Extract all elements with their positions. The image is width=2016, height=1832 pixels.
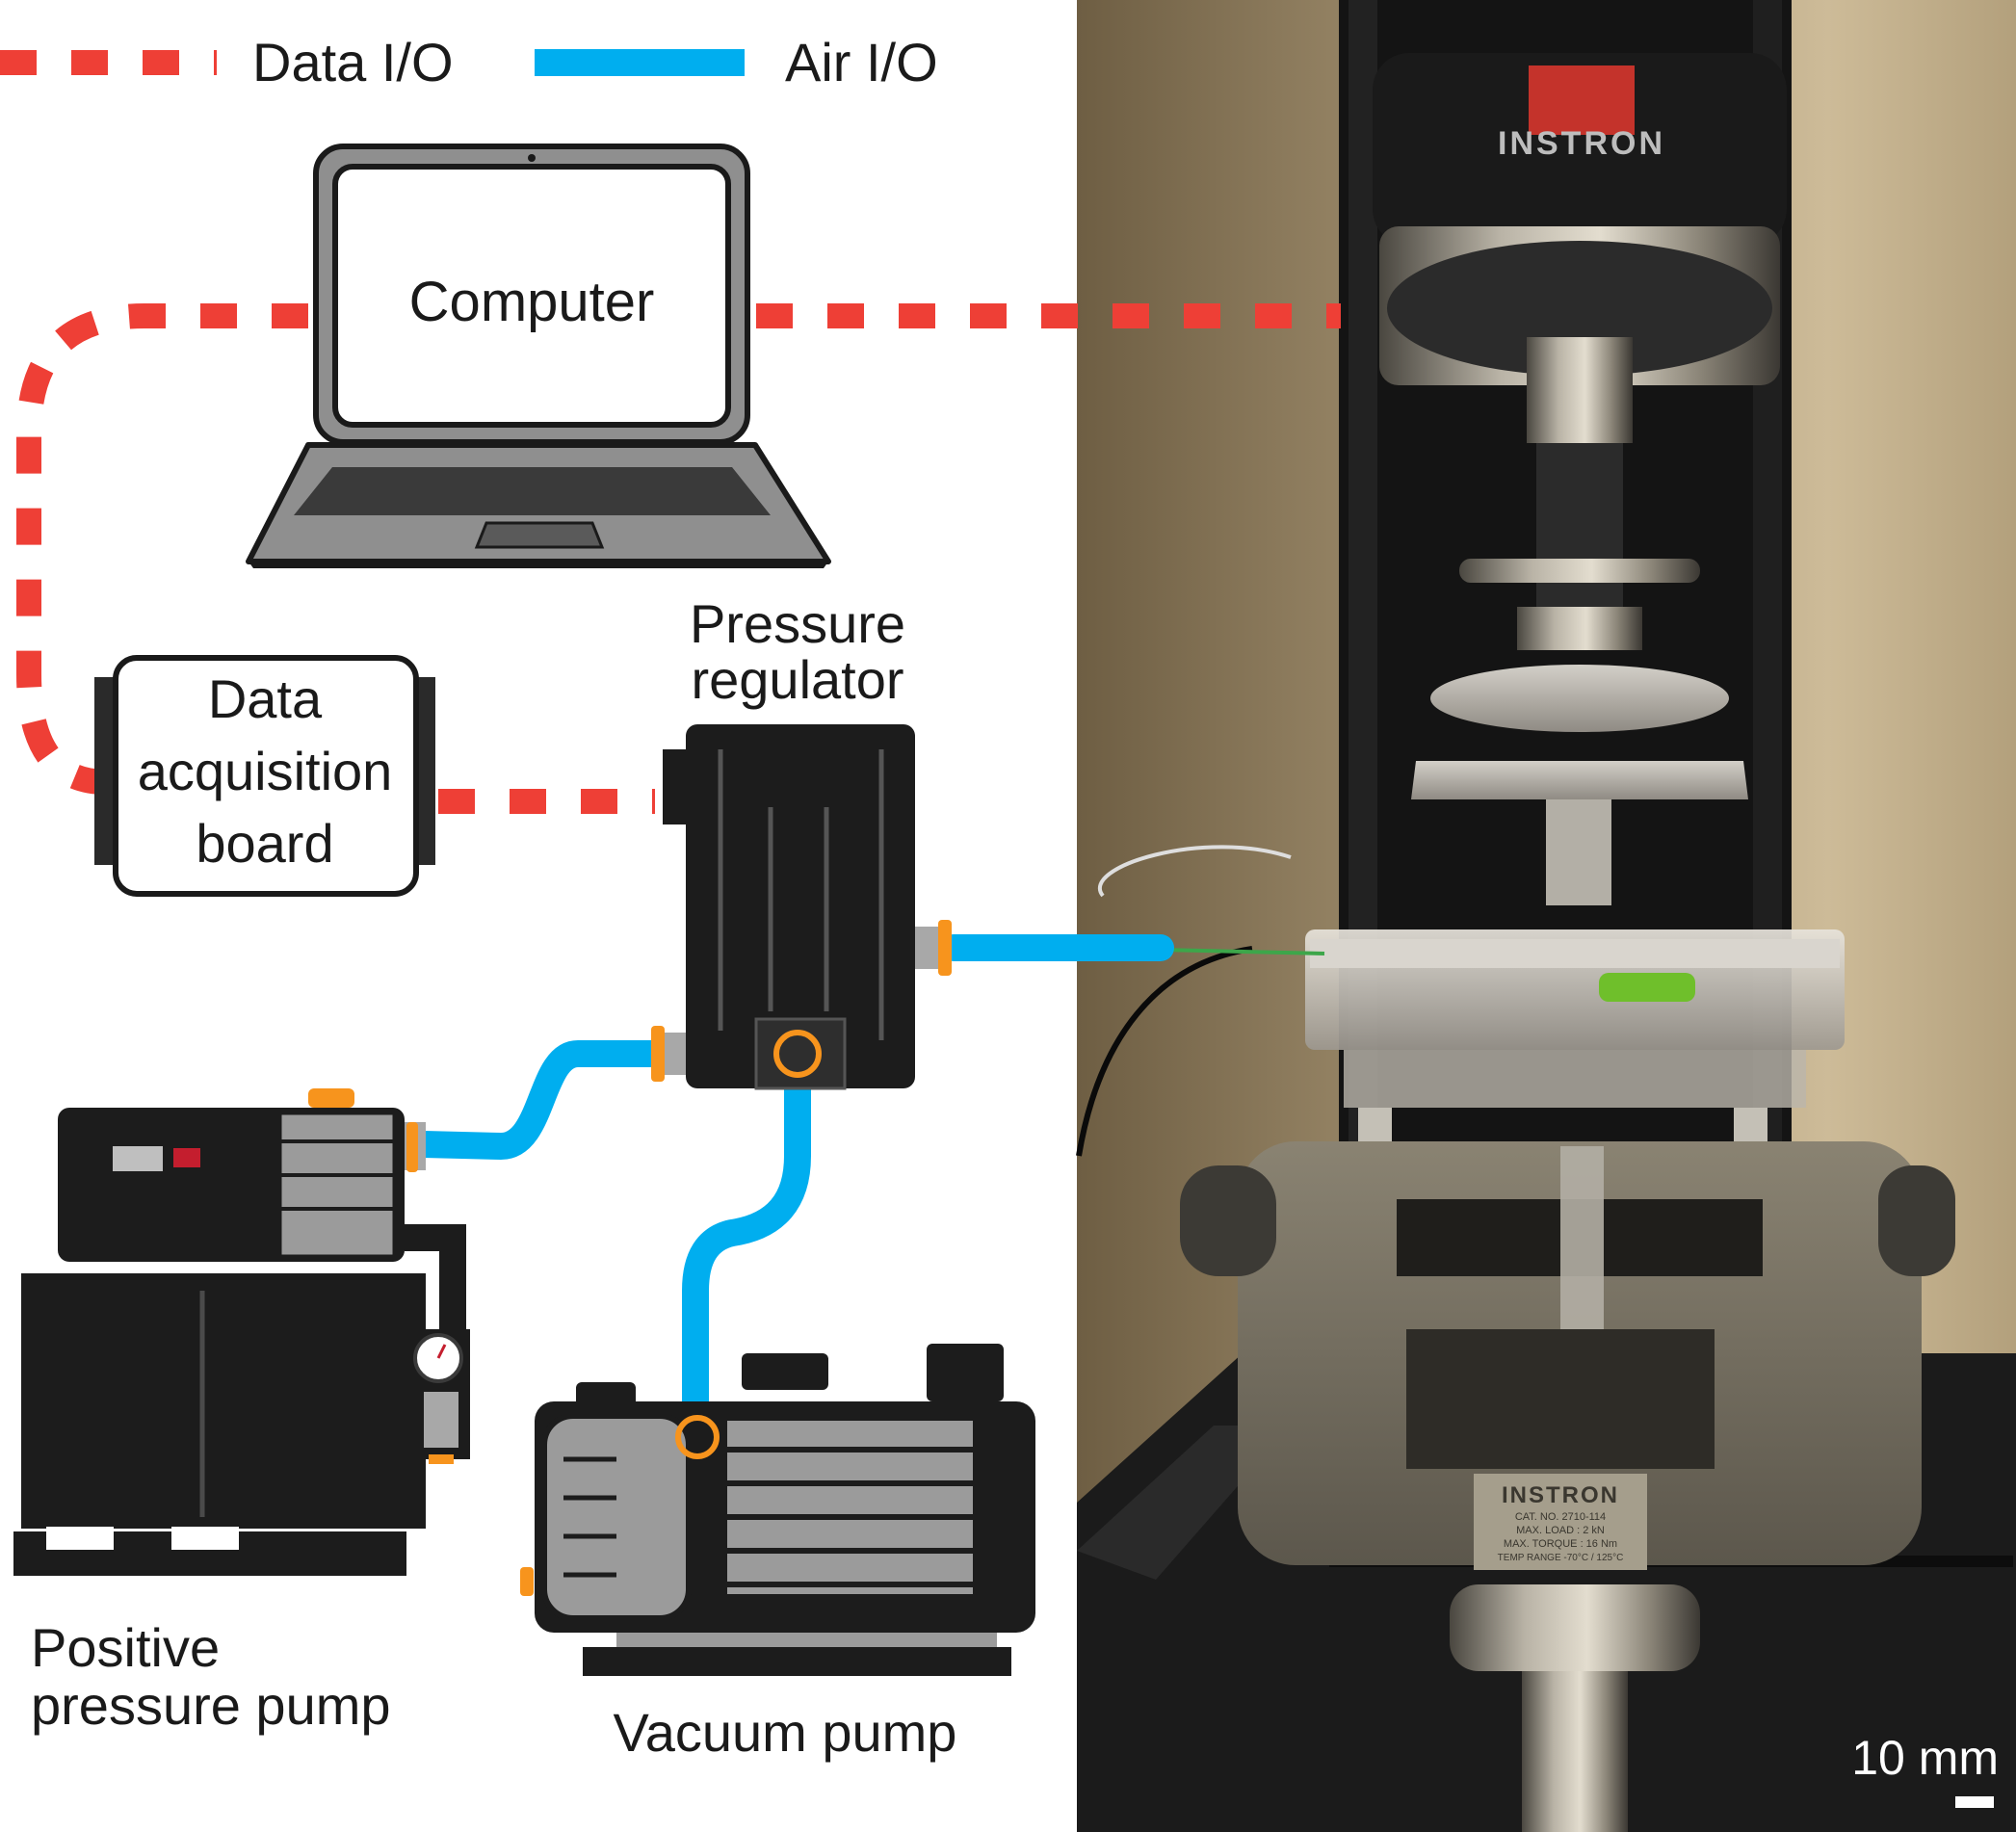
regulator-label-1: Pressure [690,593,905,654]
pressure-regulator-icon [651,724,952,1090]
plate-line-3: MAX. TORQUE : 16 Nm [1504,1538,1617,1550]
regulator-label-2: regulator [691,649,903,710]
daq-label-1: Data [208,668,323,729]
legend: Data I/O Air I/O [0,32,938,92]
vacuum-pump-icon [520,1344,1035,1676]
daq-label-3: board [196,813,333,874]
legend-air-label: Air I/O [785,32,938,92]
plate-line-4: TEMP RANGE -70°C / 125°C [1498,1553,1624,1563]
positive-pump-label-1: Positive [31,1617,220,1678]
brand-plate: INSTRON [1502,1482,1619,1508]
brand-top: INSTRON [1498,125,1665,162]
daq-board-icon [94,655,435,897]
plate-line-1: CAT. NO. 2710-114 [1515,1511,1606,1523]
positive-pump-label-2: pressure pump [31,1675,391,1736]
air-lines [410,934,1174,1458]
legend-air-swatch [535,49,745,76]
positive-pump-icon [13,1088,470,1576]
daq-label-2: acquisition [138,741,393,801]
data-lines [16,303,1341,814]
vacuum-pump-label: Vacuum pump [614,1702,957,1763]
laptop-icon [246,144,831,568]
plate-line-2: MAX. LOAD : 2 kN [1516,1525,1605,1536]
scale-bar-label: 10 mm [1851,1731,1999,1785]
legend-data-label: Data I/O [252,32,454,92]
scale-bar [1955,1796,1994,1808]
computer-label: Computer [409,271,655,333]
instron-photo: INSTRON INSTRON CAT. NO. 2710-114 [1076,0,2016,1832]
